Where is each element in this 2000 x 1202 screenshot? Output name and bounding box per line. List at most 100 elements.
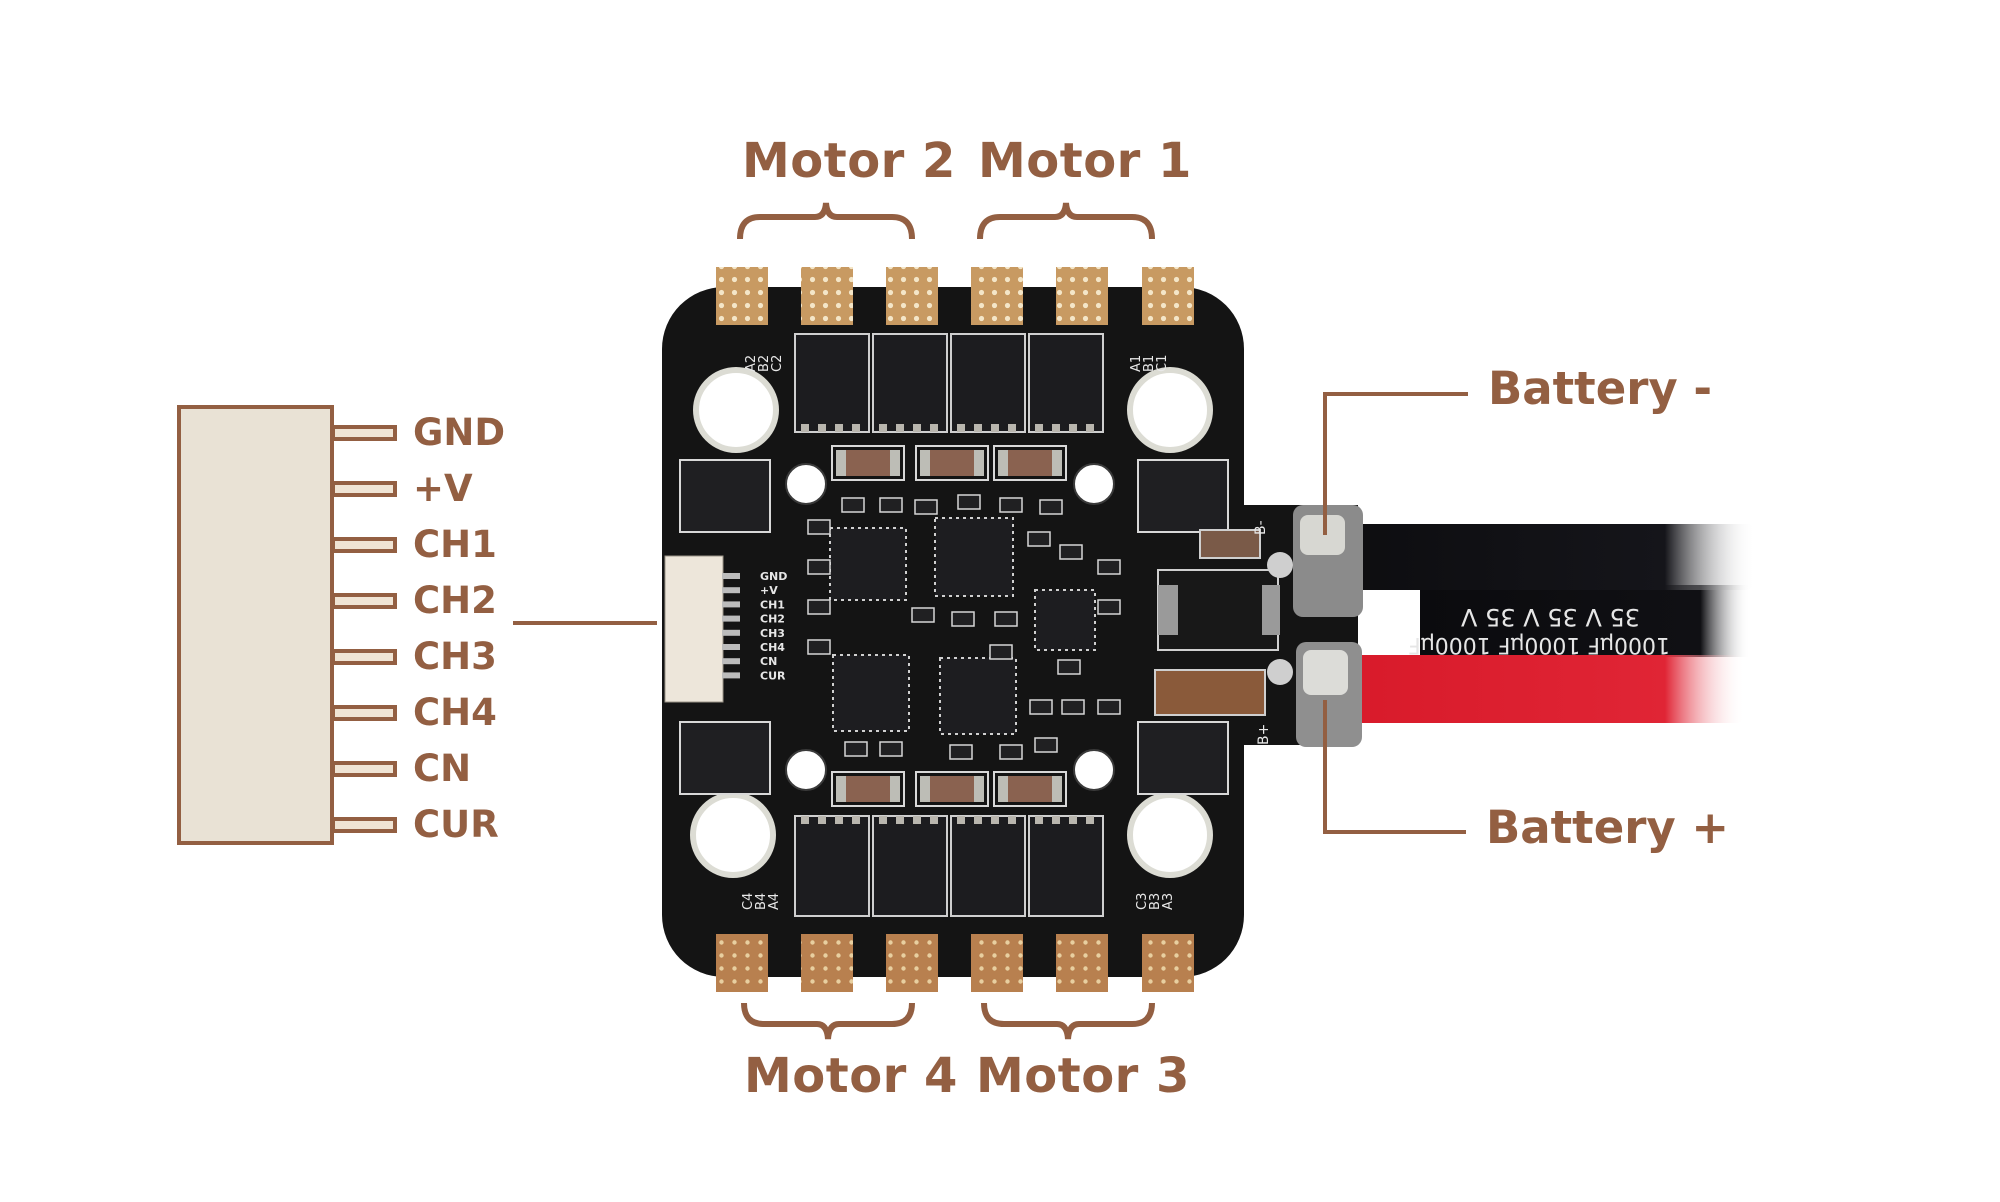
cap-terminal [890, 450, 900, 476]
motor-pad-top [716, 267, 768, 325]
label-battery-negative: Battery - [1488, 362, 1713, 415]
phase-silk-motor3: C3 [1135, 893, 1150, 910]
mcu-chip [832, 654, 910, 732]
motor-braces [737, 202, 1155, 1040]
connector-pin-stub [331, 425, 397, 441]
smd-part [949, 744, 973, 760]
brace-motor-4 [741, 1002, 915, 1040]
ceramic-cap [920, 450, 984, 476]
mosfet [950, 815, 1026, 917]
cap-terminal [890, 776, 900, 802]
mosfet-lead [1035, 424, 1043, 432]
pin-label-plus-v: +V [413, 467, 473, 510]
cap-terminal [1052, 450, 1062, 476]
connector-pin-stub [331, 817, 397, 833]
cap-outline [993, 445, 1067, 481]
smd-part [1097, 599, 1121, 615]
small-hole [1073, 749, 1115, 791]
connector-pin-stub [331, 593, 397, 609]
smd-part [1057, 659, 1081, 675]
solder-dot [1267, 552, 1293, 578]
smd-part [1059, 544, 1083, 560]
mosfet-lead [852, 816, 860, 824]
ceramic-cap [836, 450, 900, 476]
cap-terminal [836, 450, 846, 476]
phase-silk-motor4: A4 [767, 893, 782, 910]
mosfet-lead [879, 424, 887, 432]
side-mosfets [679, 459, 1229, 795]
mosfet-lead [835, 816, 843, 824]
mosfet [872, 815, 948, 917]
smd-part [911, 607, 935, 623]
pin-label-cur: CUR [413, 803, 499, 846]
motor-pad-top [1056, 267, 1108, 325]
connector-illustration [177, 405, 397, 845]
label-motor-1: Motor 1 [978, 133, 1192, 189]
phase-silk-motor1: C1 [1155, 355, 1170, 372]
motor-pad-bottom [886, 934, 938, 992]
phase-silk-motor1: A1 [1129, 355, 1144, 372]
phase-silk-motor1: B1 [1142, 355, 1157, 372]
solder-dot [1267, 659, 1293, 685]
ceramic-cap [998, 450, 1062, 476]
motor-pad-bottom [801, 934, 853, 992]
smd-part [1097, 559, 1121, 575]
mosfet-lead [1008, 816, 1016, 824]
mosfet-lead [801, 424, 809, 432]
mcu-chip [829, 527, 907, 601]
mosfet-lead [913, 816, 921, 824]
side-mosfet [1137, 721, 1229, 795]
smd-part [841, 497, 865, 513]
connector-contact [722, 672, 740, 679]
mosfet-lead [801, 816, 809, 824]
central-ics [829, 517, 1096, 735]
mosfet [950, 333, 1026, 433]
small-hole [1073, 463, 1115, 505]
label-motor-3: Motor 3 [976, 1048, 1190, 1104]
mosfet-lead [852, 424, 860, 432]
connector-contact [722, 587, 740, 594]
brace-motor-1 [977, 202, 1155, 240]
small-hole [785, 749, 827, 791]
board-pin-silk-text: GND [760, 570, 787, 583]
connector-contact [722, 573, 740, 579]
mosfet [1028, 815, 1104, 917]
phase-silk-motor4: C4 [741, 893, 756, 910]
mosfet [1028, 333, 1104, 433]
phase-silk-motor4: B4 [754, 893, 769, 910]
mosfet-lead [818, 424, 826, 432]
smd-part [844, 741, 868, 757]
solder-joint-positive-highlight [1303, 650, 1348, 695]
mosfet-lead [896, 816, 904, 824]
smd-part [807, 599, 831, 615]
smd-part [957, 494, 981, 510]
mosfet-lead [1052, 816, 1060, 824]
board-pin-silk-text: +V [760, 584, 778, 597]
mosfet-lead [991, 424, 999, 432]
small-hole [785, 463, 827, 505]
mosfet [794, 333, 870, 433]
cap-terminal [998, 450, 1008, 476]
mosfet-lead [1086, 424, 1094, 432]
pin-label-ch1: CH1 [413, 523, 497, 566]
motor-pad-top [1142, 267, 1194, 325]
pin-label-ch2: CH2 [413, 579, 497, 622]
motor-pad-top [971, 267, 1023, 325]
mcu-chip [934, 517, 1014, 597]
motor-pads-top [716, 267, 1194, 325]
smd-part [1029, 699, 1053, 715]
battery-positive-leader [1323, 700, 1466, 834]
smd-part [999, 497, 1023, 513]
red-wire [1345, 655, 1745, 723]
phase-silk-motor2: C2 [770, 355, 785, 372]
mosfet-lead [974, 816, 982, 824]
mosfet-row-top [794, 333, 1104, 433]
mosfet-lead [1069, 424, 1077, 432]
phase-silk-motor3: B3 [1148, 893, 1163, 910]
cap-outline [831, 771, 905, 807]
pin-label-gnd: GND [413, 411, 506, 454]
motor-pad-top [886, 267, 938, 325]
mount-hole-bottom-right [1127, 792, 1213, 878]
